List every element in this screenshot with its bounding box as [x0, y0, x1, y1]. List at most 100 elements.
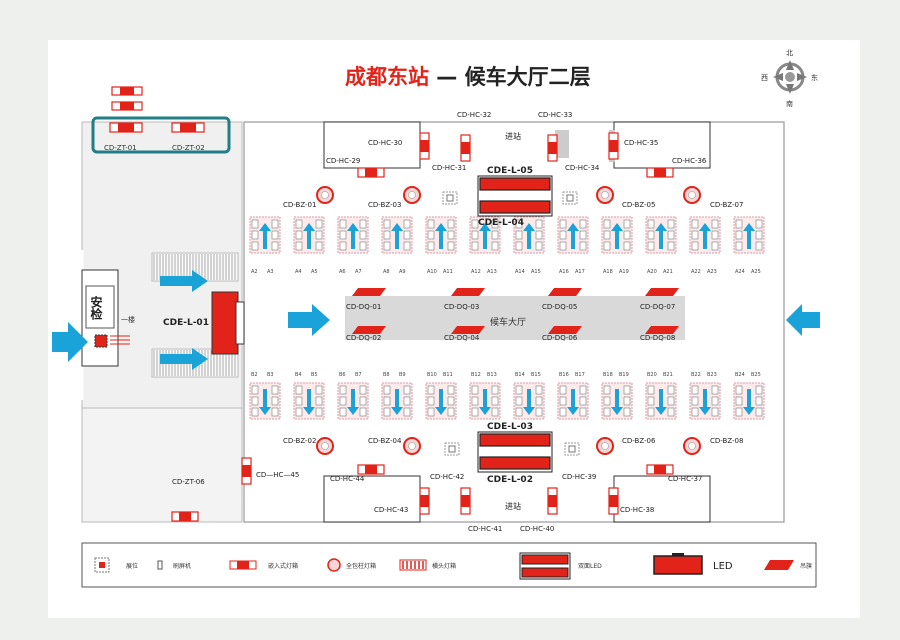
- gate-stall: [579, 219, 587, 229]
- map-label: CD-DQ-03: [444, 303, 479, 311]
- embedded-lightbox-fill: [548, 142, 557, 154]
- gate-stall: [535, 385, 543, 395]
- gate-label: A2: [251, 269, 258, 275]
- gate-label: B9: [399, 372, 406, 378]
- gate-label: B7: [355, 372, 362, 378]
- gate-stall: [755, 230, 763, 240]
- map-label: CD-DQ-05: [542, 303, 577, 311]
- pillar-core: [321, 191, 329, 199]
- gate-stall: [603, 241, 611, 251]
- map-label: 进站: [505, 131, 521, 141]
- gate-stall: [251, 396, 259, 406]
- gate-stall: [427, 219, 435, 229]
- gate-label: B15: [531, 372, 541, 378]
- gate-stall: [623, 396, 631, 406]
- gate-stall: [471, 230, 479, 240]
- pillar-core: [321, 442, 329, 450]
- gate-label: B23: [707, 372, 717, 378]
- map-label: CD-HC-40: [520, 525, 554, 533]
- gate-stall: [515, 385, 523, 395]
- gate-stall: [647, 241, 655, 251]
- gate-label: B5: [311, 372, 318, 378]
- map-label: CDE-L-02: [487, 475, 533, 485]
- legend-booth-core: [99, 562, 105, 568]
- legend-label: LED: [713, 561, 733, 572]
- embedded-lightbox-fill: [654, 465, 666, 474]
- gate-stall: [755, 219, 763, 229]
- gate-stall: [339, 241, 347, 251]
- gate-stall: [755, 396, 763, 406]
- gate-stall: [559, 396, 567, 406]
- gate-stall: [251, 385, 259, 395]
- map-title: 成都东站 — 候车大厅二层: [345, 65, 591, 89]
- gate-arrow-icon: [743, 389, 755, 415]
- legend-header-lightbox-icon: [399, 559, 427, 571]
- map-label: CD-BZ-04: [368, 437, 402, 445]
- map-label: CD-HC-34: [565, 164, 600, 172]
- gate-arrow-icon: [435, 223, 447, 249]
- gate-stall: [403, 241, 411, 251]
- embedded-lightbox-fill: [461, 142, 470, 154]
- gate-label: A9: [399, 269, 406, 275]
- gate-stall: [427, 230, 435, 240]
- gate-arrow-icon: [523, 223, 535, 249]
- gate-label: B17: [575, 372, 585, 378]
- gate-label: A20: [647, 269, 657, 275]
- gate-stall: [735, 385, 743, 395]
- gate-stall: [711, 396, 719, 406]
- gate-stall: [315, 396, 323, 406]
- gate-stall: [339, 396, 347, 406]
- gate-stall: [383, 396, 391, 406]
- gate-label: B3: [267, 372, 274, 378]
- gate-stall: [667, 241, 675, 251]
- legend-label: 横头灯箱: [432, 562, 456, 570]
- gate-label: B12: [471, 372, 481, 378]
- floor-label: 一楼: [121, 315, 135, 324]
- gate-arrow-icon: [743, 223, 755, 249]
- pillar-core: [688, 191, 696, 199]
- hanging-flag-icon: [548, 288, 582, 296]
- gate-stall: [447, 396, 455, 406]
- gate-stall: [251, 230, 259, 240]
- gate-stall: [603, 230, 611, 240]
- gate-arrow-icon: [699, 389, 711, 415]
- gate-stall: [535, 407, 543, 417]
- gate-stall: [755, 241, 763, 251]
- escalator-arrow-icon: [160, 270, 208, 292]
- embedded-lightbox-fill: [179, 512, 191, 521]
- gate-stall: [359, 385, 367, 395]
- map-label: CD-HC-43: [374, 506, 408, 514]
- gate-stall: [691, 219, 699, 229]
- gate-label: A12: [471, 269, 481, 275]
- map-label: CD-HC-30: [368, 139, 402, 147]
- pillar-core: [408, 191, 416, 199]
- gate-stall: [271, 396, 279, 406]
- map-label: CD-HC-37: [668, 475, 702, 483]
- map-label: CDE-L-04: [478, 218, 524, 228]
- gate-stall: [691, 396, 699, 406]
- gate-stall: [471, 385, 479, 395]
- compass-west: 西: [761, 74, 768, 82]
- gate-stall: [623, 219, 631, 229]
- gate-stall: [359, 396, 367, 406]
- gate-stall: [471, 396, 479, 406]
- gate-stall: [603, 385, 611, 395]
- gate-label: A25: [751, 269, 761, 275]
- gate-label: A19: [619, 269, 629, 275]
- gate-stall: [359, 241, 367, 251]
- gate-stall: [559, 230, 567, 240]
- gate-label: A4: [295, 269, 302, 275]
- security-checkpoint: 安检 一楼: [81, 269, 135, 367]
- gate-stall: [559, 241, 567, 251]
- gate-stall: [427, 396, 435, 406]
- gate-stall: [491, 396, 499, 406]
- gate-stall: [403, 385, 411, 395]
- gate-stall: [491, 407, 499, 417]
- gate-label: B25: [751, 372, 761, 378]
- gate-arrow-icon: [699, 223, 711, 249]
- gate-stall: [647, 396, 655, 406]
- gate-stall: [515, 396, 523, 406]
- gate-label: A22: [691, 269, 701, 275]
- compass-rose-icon: 北 南 西 东: [761, 49, 818, 108]
- gate-arrow-icon: [347, 223, 359, 249]
